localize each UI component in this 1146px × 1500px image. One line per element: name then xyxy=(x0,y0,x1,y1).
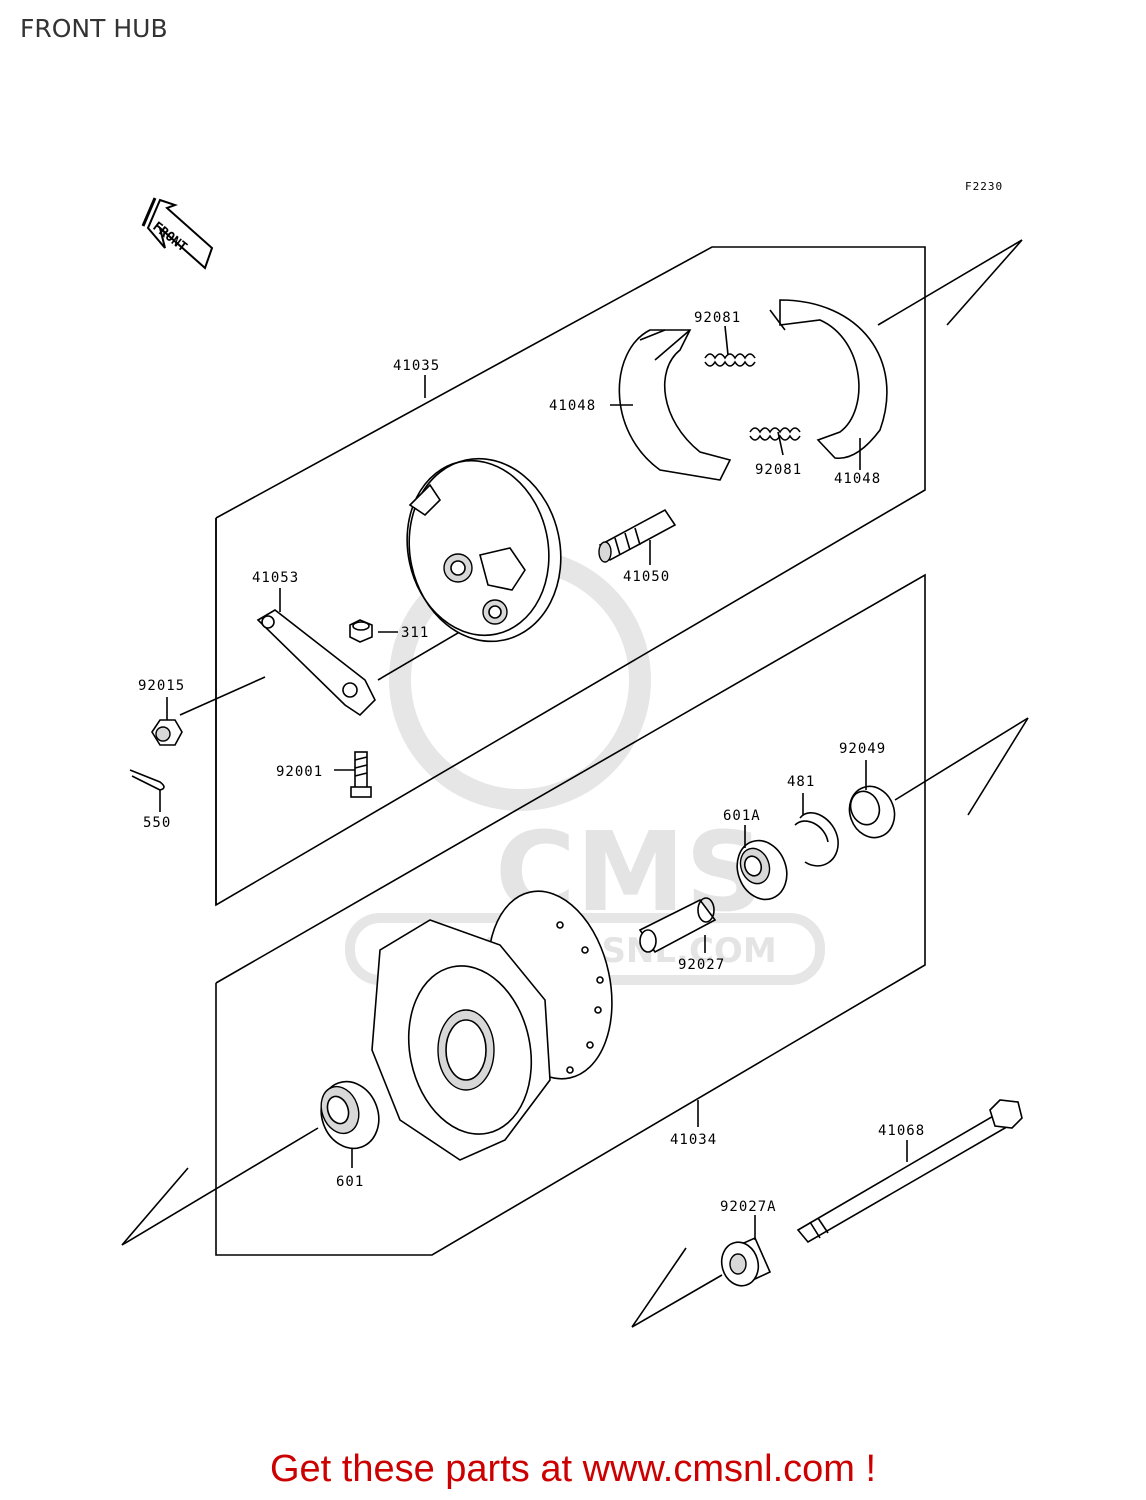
spacer-92027 xyxy=(638,897,717,954)
front-hub xyxy=(371,890,613,1161)
brake-cam xyxy=(598,508,677,563)
part-label-41035: 41035 xyxy=(393,358,440,374)
callout-leaders xyxy=(159,325,908,1240)
part-label-92049: 92049 xyxy=(839,741,886,757)
part-label-41068: 41068 xyxy=(878,1123,925,1139)
front-direction-arrow: FRONT xyxy=(141,197,214,270)
return-spring-lower xyxy=(749,427,801,441)
part-label-92081-lower: 92081 xyxy=(755,462,802,478)
part-labels: 41035 92081 41048 92081 41048 41050 4105… xyxy=(138,310,925,1215)
oil-seal xyxy=(848,785,896,839)
part-label-92027a: 92027A xyxy=(720,1199,777,1215)
bolt-92001 xyxy=(350,751,372,798)
part-label-92015: 92015 xyxy=(138,678,185,694)
part-label-41048-left: 41048 xyxy=(549,398,596,414)
front-axle xyxy=(796,1099,1023,1244)
nut-92015 xyxy=(151,719,183,746)
brake-shoe-left xyxy=(618,329,732,481)
brake-shoe-right xyxy=(769,299,888,459)
brake-panel xyxy=(406,457,562,643)
axis-lines xyxy=(121,239,1029,1328)
part-label-311: 311 xyxy=(401,625,429,641)
cam-lever xyxy=(256,609,376,717)
part-label-41034: 41034 xyxy=(670,1132,717,1148)
brake-panel-frame xyxy=(215,246,926,907)
part-label-601: 601 xyxy=(336,1174,364,1190)
get-parts-link[interactable]: Get these parts at www.cmsnl.com ! xyxy=(269,1448,877,1490)
bearing-601 xyxy=(320,1080,380,1150)
part-label-92027: 92027 xyxy=(678,957,725,973)
circlip xyxy=(794,812,839,867)
figure-code: F2230 xyxy=(965,180,1003,193)
part-label-601a: 601A xyxy=(723,808,761,824)
part-label-92001: 92001 xyxy=(276,764,323,780)
collar-92027a xyxy=(720,1236,772,1287)
return-spring-upper xyxy=(704,353,756,367)
hub-frame xyxy=(215,573,926,1256)
part-label-41050: 41050 xyxy=(623,569,670,585)
part-label-92081-upper: 92081 xyxy=(694,310,741,326)
page-title: FRONT HUB xyxy=(20,14,168,43)
cotter-pin xyxy=(129,769,165,791)
part-label-550: 550 xyxy=(143,815,171,831)
part-label-41053: 41053 xyxy=(252,570,299,586)
part-label-481: 481 xyxy=(787,774,815,790)
bearing-601a xyxy=(736,839,788,901)
part-label-41048-right: 41048 xyxy=(834,471,881,487)
nut-311 xyxy=(349,619,373,643)
